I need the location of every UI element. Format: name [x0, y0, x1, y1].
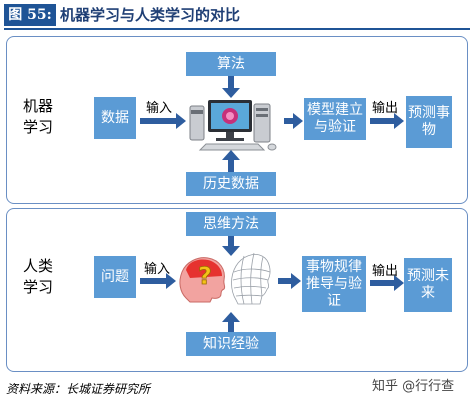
- machine-label-line1: 机器: [22, 97, 53, 115]
- computer-icon: [189, 100, 277, 151]
- human-input-label: 输入: [144, 262, 171, 277]
- knowledge-experience-box: 知识经验: [186, 332, 276, 356]
- model-input-arrow-shaft: [284, 118, 294, 124]
- rules-input-arrow-head: [291, 273, 301, 289]
- machine-output-arrow-shaft: [370, 118, 394, 124]
- algorithm-arrow-head: [222, 88, 240, 98]
- machine-input-arrow-shaft: [140, 118, 176, 124]
- human-output-arrow-shaft: [370, 280, 394, 286]
- thinking-arrow-shaft: [228, 236, 234, 246]
- rules-input-arrow-shaft: [278, 278, 292, 284]
- wireframe-head-icon: [231, 252, 271, 305]
- machine-learning-label: 机器 学习: [14, 96, 62, 138]
- history-arrow-head: [222, 150, 240, 160]
- figure-number: 图 55:: [4, 4, 56, 26]
- source-note: 资料来源：长城证券研究所: [6, 382, 151, 396]
- watermark: 知乎 @行行查: [372, 379, 455, 394]
- experience-arrow-head: [222, 312, 240, 322]
- experience-arrow-shaft: [228, 322, 234, 332]
- history-data-box: 历史数据: [186, 172, 276, 196]
- svg-text:?: ?: [198, 262, 212, 290]
- thinking-arrow-head: [222, 246, 240, 256]
- thinking-method-box: 思维方法: [186, 212, 276, 236]
- title-divider: [4, 28, 470, 30]
- human-label-line1: 人类: [22, 257, 53, 275]
- human-output-arrow-head: [394, 275, 404, 291]
- data-box: 数据: [94, 97, 136, 139]
- human-label-line2: 学习: [22, 278, 53, 296]
- algorithm-box: 算法: [186, 52, 276, 76]
- figure-title: 机器学习与人类学习的对比: [60, 6, 241, 24]
- machine-label-line2: 学习: [22, 118, 53, 136]
- machine-output-arrow-head: [394, 113, 404, 129]
- model-box: 模型建立与验证: [304, 98, 366, 140]
- human-input-arrow-shaft: [140, 278, 166, 284]
- machine-input-label: 输入: [146, 101, 173, 116]
- history-arrow-shaft: [228, 160, 234, 172]
- human-input-arrow-head: [166, 273, 176, 289]
- human-learning-label: 人类 学习: [14, 256, 62, 298]
- rules-box: 事物规律推导与验证: [302, 256, 366, 312]
- problem-box: 问题: [94, 256, 136, 298]
- machine-output-label: 输出: [372, 101, 399, 116]
- model-input-arrow-head: [293, 113, 303, 129]
- algorithm-arrow-shaft: [228, 76, 234, 88]
- predict-future-box: 预测未来: [404, 258, 452, 312]
- predict-box: 预测事物: [406, 96, 452, 148]
- human-output-label: 输出: [372, 264, 399, 279]
- thinking-head-icon: ?: [179, 257, 226, 303]
- machine-input-arrow-head: [176, 113, 186, 129]
